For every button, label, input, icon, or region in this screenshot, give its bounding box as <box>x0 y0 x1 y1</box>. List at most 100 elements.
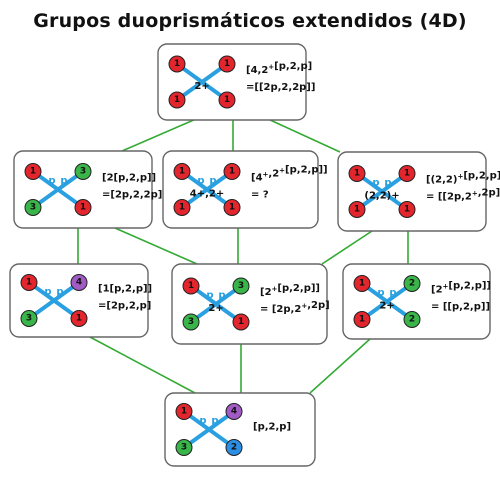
center-label: 2+ <box>379 301 394 312</box>
group-notation: = [[p,2,p]] <box>431 302 490 313</box>
node-label: 1 <box>354 205 360 215</box>
node-label: 3 <box>181 443 187 453</box>
node-circle <box>173 163 191 180</box>
node-circle <box>223 163 241 180</box>
group-notation: = [2p,2+,2p] <box>260 300 330 315</box>
connector-line <box>309 338 371 394</box>
center-label: 2+ <box>194 81 209 92</box>
node-circle <box>403 311 421 328</box>
node-circle <box>403 275 421 292</box>
box-frame <box>337 151 487 232</box>
node-circle <box>348 165 366 182</box>
p-label: p <box>44 287 51 298</box>
center-label: 4+,2+ <box>190 189 224 200</box>
node-label: 3 <box>30 203 36 213</box>
node-label: 1 <box>224 59 230 69</box>
node-circle <box>353 275 371 292</box>
node-circle <box>20 274 38 291</box>
node-circle <box>24 163 42 180</box>
node-label: 2 <box>231 443 237 453</box>
group-notation: [4+,2+[p,2,p]] <box>251 165 328 184</box>
node-circle <box>223 199 241 216</box>
p-label: p <box>384 178 391 189</box>
node-label: 1 <box>359 315 365 325</box>
node-circle <box>173 199 191 216</box>
p-label: p <box>377 288 384 299</box>
node-circle <box>232 313 250 331</box>
node-circle <box>182 313 200 331</box>
node-circle <box>232 277 250 295</box>
node-label: 1 <box>80 203 86 213</box>
node-label: 2 <box>409 315 415 325</box>
node-label: 1 <box>238 317 244 327</box>
center-label: 2+ <box>208 303 223 314</box>
node-circle <box>175 403 193 420</box>
connector-line <box>267 118 341 153</box>
node-circle <box>398 165 416 182</box>
connector-line <box>321 230 373 265</box>
group-notation: = ? <box>251 190 269 201</box>
node-circle <box>182 277 200 295</box>
node-circle <box>24 199 42 216</box>
group-notation: [4,2+[p,2,p] <box>246 61 312 76</box>
node-label: 4 <box>231 407 237 417</box>
group-notation: =[[2p,2,2p]] <box>246 82 315 93</box>
branch-line <box>355 171 409 212</box>
group-notation: [1[p,2,p]] <box>98 284 152 295</box>
node-circle <box>398 201 416 218</box>
group-notation: [2+[p,2,p]] <box>260 283 320 298</box>
p-label: p <box>197 176 204 187</box>
group-notation: [p,2,p] <box>253 422 291 433</box>
p-label: p <box>56 287 63 298</box>
connector-lines <box>77 118 409 394</box>
node-label: 4 <box>76 278 82 288</box>
group-notation: [(2,2)+[p,2,p]] <box>426 171 500 186</box>
p-label: p <box>48 176 55 187</box>
branch-line <box>175 62 229 102</box>
node-label: 1 <box>174 59 180 69</box>
node-circle <box>168 91 186 109</box>
p-label: p <box>206 290 213 301</box>
node-circle <box>225 403 243 420</box>
node-label: 3 <box>188 317 194 327</box>
node-circle <box>168 55 186 73</box>
box-frame <box>342 263 491 340</box>
branch-line <box>27 280 81 321</box>
box-frame <box>9 263 149 338</box>
node-label: 2 <box>409 279 415 289</box>
p-label: p <box>60 176 67 187</box>
branch-line <box>360 281 414 322</box>
node-circle <box>74 163 92 180</box>
node-label: 1 <box>404 169 410 179</box>
box-frame <box>157 43 307 121</box>
box-frame <box>171 263 328 345</box>
node-label: 1 <box>30 167 36 177</box>
node-label: 1 <box>404 205 410 215</box>
p-label: p <box>218 290 225 301</box>
center-label: (2,2)+ <box>364 191 399 202</box>
node-label: 1 <box>359 279 365 289</box>
connector-line <box>89 336 196 394</box>
node-label: 1 <box>174 95 180 105</box>
p-label: p <box>389 288 396 299</box>
node-label: 1 <box>229 203 235 213</box>
diagram-title: Grupos duoprismáticos extendidos (4D) <box>33 10 467 32</box>
node-label: 3 <box>80 167 86 177</box>
node-circle <box>70 310 88 327</box>
branch-line <box>182 409 236 450</box>
group-notation: = [[2p,2+,2p]] <box>426 188 500 203</box>
p-label: p <box>209 176 216 187</box>
box-frame <box>164 392 316 467</box>
node-circle <box>218 55 236 73</box>
branch-line <box>31 169 85 210</box>
